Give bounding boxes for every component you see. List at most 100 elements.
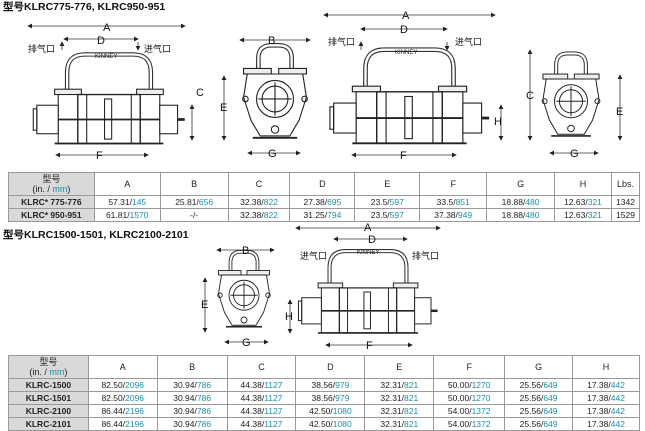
dimension-cell: 17.38/442 [572, 378, 640, 392]
exhaust-port-label: 排气口 [328, 36, 355, 47]
column-header: A [87, 355, 158, 379]
dimension-cell: 50.00/1270 [433, 391, 506, 405]
exhaust-port-label: 排气口 [412, 250, 439, 261]
dimension-cell: 17.38/442 [572, 391, 640, 405]
dim-label-b: B [268, 35, 275, 47]
exhaust-port-label: 排气口 [28, 43, 55, 54]
column-header: E [364, 355, 435, 379]
model-cell: KLRC-1500 [8, 378, 89, 392]
model-cell: KLRC-2101 [8, 417, 89, 431]
dimension-cell: 23.5/597 [354, 208, 421, 222]
dim-label-b: B [242, 245, 249, 257]
section2-title: 型号KLRC1500-1501, KLRC2100-2101 [3, 229, 189, 241]
dimension-cell: 42.50/1080 [295, 404, 366, 418]
dimension-cell: 18.88/480 [486, 195, 556, 209]
model-cell: KLRC-2100 [8, 404, 89, 418]
inlet-port-label: 进气口 [300, 250, 327, 261]
dimension-cell: 32.31/821 [364, 417, 435, 431]
dimension-cell: 25.56/649 [504, 391, 574, 405]
dim-label-f: F [400, 150, 407, 162]
brand-plate: KINNEY [95, 54, 117, 60]
dim-label-g: G [242, 337, 251, 349]
dimension-cell: 61.81/1570 [93, 208, 161, 222]
dimension-cell: 44.38/1127 [226, 417, 297, 431]
dimension-cell: 50.00/1270 [433, 378, 506, 392]
dim-label-a: A [103, 22, 111, 34]
dimension-cell: 33.5/851 [419, 195, 488, 209]
dimension-cell: 17.38/442 [572, 417, 640, 431]
column-header: B [159, 172, 229, 196]
dim-label-h: H [285, 311, 293, 323]
dimension-cell: 30.94/786 [156, 391, 228, 405]
inlet-port-label: 进气口 [144, 43, 171, 54]
dimension-cell: 30.94/786 [156, 378, 228, 392]
model-header: 型号(in. / mm) [8, 172, 95, 196]
model-cell: KLRC-1501 [8, 391, 89, 405]
dim-label-d: D [368, 234, 376, 246]
column-header: D [295, 355, 366, 379]
column-header: H [572, 355, 640, 379]
dimension-cell: 25.56/649 [504, 404, 574, 418]
column-header: C [226, 355, 297, 379]
dimension-cell: 23.5/597 [354, 195, 421, 209]
pump-side-view [330, 50, 489, 144]
model-cell: KLRC* 950-951 [8, 208, 95, 222]
pump-side-view [33, 54, 184, 143]
column-header: E [354, 172, 421, 196]
dimension-cell: 32.31/821 [364, 391, 435, 405]
dim-label-d: D [400, 24, 408, 36]
dim-label-e: E [220, 102, 227, 114]
dimension-cell: -/- [159, 208, 229, 222]
dimension-cell: 18.88/480 [486, 208, 556, 222]
column-header: C [227, 172, 291, 196]
section1-title: 型号KLRC775-776, KLRC950-951 [3, 1, 166, 13]
dimension-cell: 32.38/822 [227, 208, 291, 222]
dimension-cell: 86.44/2196 [87, 404, 158, 418]
dim-label-f: F [366, 340, 373, 352]
dim-label-a: A [364, 222, 372, 234]
column-header: H [554, 172, 612, 196]
dimension-cell: 25.81/656 [159, 195, 229, 209]
pump-end-view [542, 53, 600, 136]
dimension-cell: 32.31/821 [364, 404, 435, 418]
dimension-cell: 31.25/794 [289, 208, 356, 222]
dimension-cell: 54.00/1372 [433, 417, 506, 431]
dimension-cell: 12.63/321 [554, 208, 612, 222]
model-cell: KLRC* 775-776 [8, 195, 95, 209]
dimension-cell: 44.38/1127 [226, 378, 297, 392]
dimension-cell: 27.38/695 [289, 195, 356, 209]
dimension-cell: 25.56/649 [504, 417, 574, 431]
dim-label-g: G [268, 148, 277, 160]
dimension-cell: 38.56/979 [295, 378, 366, 392]
weight-cell: 1342 [610, 195, 641, 209]
column-header: A [93, 172, 161, 196]
column-header: D [289, 172, 356, 196]
dim-label-h: H [494, 116, 502, 128]
column-header: Lbs. [610, 172, 641, 196]
dim-label-g: G [570, 148, 579, 160]
dimension-cell: 42.50/1080 [295, 417, 366, 431]
dimension-cell: 82.50/2096 [87, 391, 158, 405]
column-header: B [156, 355, 228, 379]
dim-label-d: D [97, 35, 105, 47]
dimension-cell: 86.44/2196 [87, 417, 158, 431]
column-header: F [433, 355, 506, 379]
dimension-cell: 17.38/442 [572, 404, 640, 418]
brand-plate: KINNEY [395, 50, 417, 56]
dimension-cell: 30.94/786 [156, 417, 228, 431]
dim-label-e: E [201, 299, 208, 311]
dimension-cell: 38.56/979 [295, 391, 366, 405]
model-header: 型号(in. / mm) [8, 355, 89, 379]
dim-label-f: F [96, 150, 103, 162]
pump-end-view [243, 45, 308, 138]
